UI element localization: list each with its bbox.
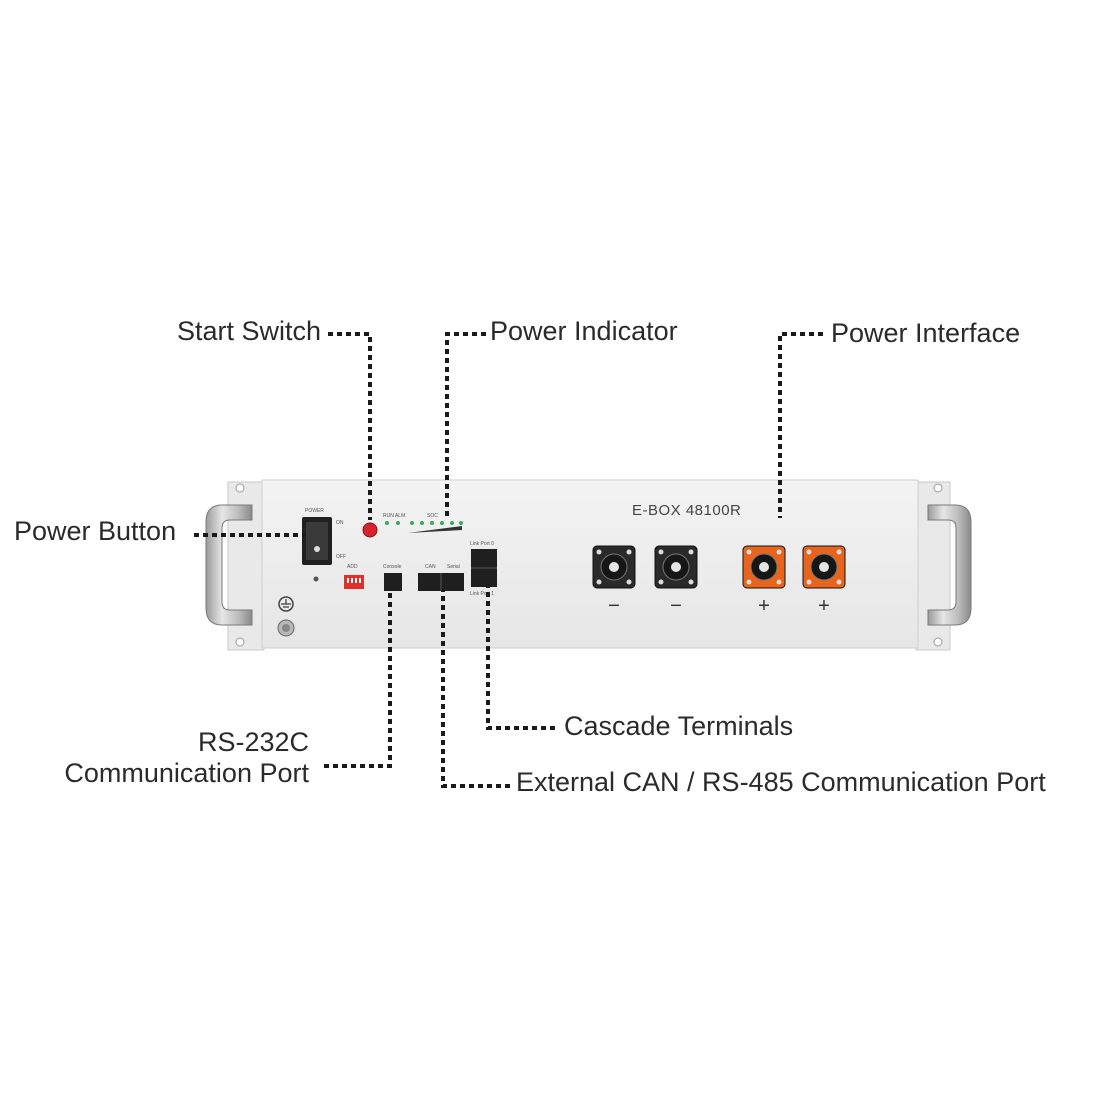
power-indicator-leds	[385, 521, 463, 533]
leader-lines	[194, 332, 823, 788]
polarity-label: +	[818, 595, 830, 617]
on-label: ON	[336, 520, 344, 526]
power-label: POWER	[305, 508, 324, 514]
callout-power-interface: Power Interface	[831, 318, 1021, 348]
callout-power-button: Power Button	[14, 516, 177, 546]
power-terminal-negative[interactable]	[592, 545, 636, 589]
power-terminal-positive[interactable]	[802, 545, 846, 589]
power-terminals: − − + +	[592, 545, 846, 617]
polarity-label: −	[670, 595, 682, 617]
callout-rs232c-line2: Communication Port	[64, 758, 309, 789]
leader-start-switch	[328, 332, 372, 520]
add-label: ADD	[347, 564, 358, 570]
ground-icon	[278, 596, 294, 612]
off-label: OFF	[336, 554, 346, 560]
leader-external-can	[441, 590, 510, 788]
callout-rs232c-line1: RS-232C	[197, 727, 309, 757]
left-handle[interactable]	[205, 504, 253, 626]
polarity-label: +	[758, 595, 770, 617]
power-button[interactable]	[302, 517, 332, 565]
console-label: Console	[383, 564, 402, 570]
leader-cascade	[486, 587, 555, 730]
polarity-label: −	[608, 595, 620, 617]
soc-label: SOC	[427, 513, 438, 519]
serial-label: Serial	[447, 564, 460, 570]
start-switch[interactable]	[362, 522, 378, 538]
callout-external-can: External CAN / RS-485 Communication Port	[516, 767, 1046, 797]
link-port-1-label: Link Port 1	[470, 591, 494, 597]
power-terminal-negative[interactable]	[654, 545, 698, 589]
callout-rs232c: RS-232C Communication Port	[64, 727, 309, 789]
console-port[interactable]	[384, 573, 402, 591]
ground-bolt-icon	[277, 619, 295, 637]
callout-power-indicator: Power Indicator	[490, 316, 678, 346]
callout-start-switch: Start Switch	[176, 316, 321, 346]
power-terminal-positive[interactable]	[742, 545, 786, 589]
right-handle[interactable]	[927, 504, 972, 626]
run-alm-label: RUN ALM	[383, 513, 405, 519]
link-port-0-label: Link Port 0	[470, 541, 494, 547]
reset-hole	[313, 576, 319, 582]
leader-power-indicator	[445, 332, 486, 516]
leader-rs232c	[324, 590, 392, 768]
callout-cascade-terminals: Cascade Terminals	[564, 711, 794, 741]
leader-power-interface	[778, 332, 823, 518]
dip-switch[interactable]	[344, 575, 364, 589]
model-label: E-BOX 48100R	[632, 502, 741, 519]
can-label: CAN	[425, 564, 436, 570]
